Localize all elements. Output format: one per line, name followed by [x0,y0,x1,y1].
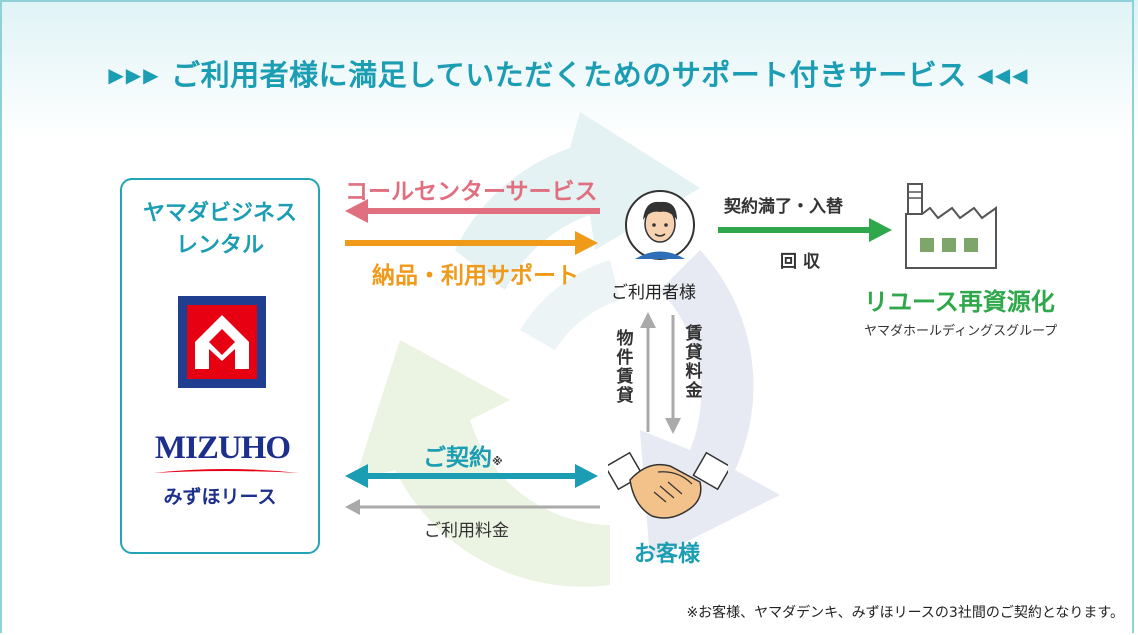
customer-label: お客様 [634,542,701,567]
call-center-label: コールセンターサービス [345,179,598,205]
mizuho-swoosh-icon [154,469,299,473]
factory-icon [905,183,997,269]
mizuho-lease-label: みずほリース [163,486,277,508]
mizuho-logo: MIZUHO [154,430,291,466]
contract-note-mark: ※ [492,455,503,468]
title-deco-left: ▶▶▶ [108,63,161,87]
title-deco-right: ◀◀◀ [977,63,1030,87]
usage-fee-label: ご利用料金 [424,521,509,541]
contract-text: ご契約 [423,445,492,471]
footnote: ※お客様、ヤマダデンキ、みずほリースの3社間のご契約となります。 [686,605,1124,621]
reuse-title: リユース再資源化 [864,288,1055,316]
user-label: ご利用者様 [611,283,696,303]
page-title: ▶▶▶ ご利用者様に満足していただくためのサポート付きサービス ◀◀◀ [0,52,1138,94]
contract-label: ご契約※ [423,438,503,472]
handshake-icon [608,451,728,519]
yamada-logo-icon [178,296,266,388]
collection-label: 回 収 [780,252,820,272]
contract-end-label: 契約満了・入替 [724,197,843,217]
partner-box: ヤマダビジネス レンタル MIZUHO みずほリース [120,178,320,554]
reuse-group-label: ヤマダホールディングスグループ [864,324,1058,339]
user-avatar-icon [625,190,695,260]
title-text: ご利用者様に満足していただくためのサポート付きサービス [171,58,967,92]
rental-fee-label: 賃貸料金 [685,324,703,401]
delivery-support-label: 納品・利用サポート [372,263,579,289]
yamada-business-rental-label: ヤマダビジネス レンタル [142,201,297,258]
property-rental-label: 物件賃貸 [616,329,634,406]
